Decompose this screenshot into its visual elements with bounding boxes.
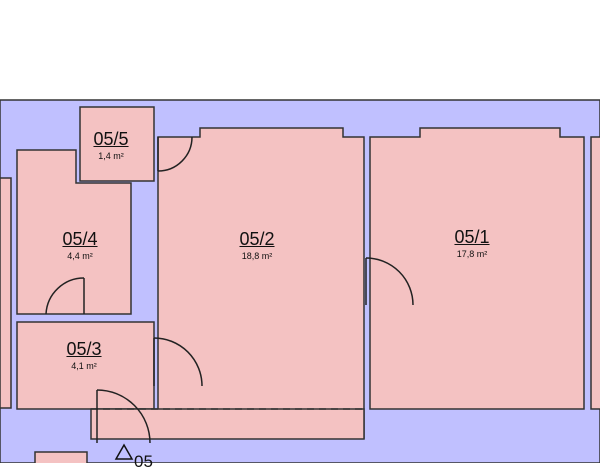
room-area: 18,8 m²	[241, 251, 273, 261]
room-05-5[interactable]	[79, 106, 155, 182]
room-label-05-5: 05/5 1,4 m²	[93, 130, 128, 161]
room-number: 05/2	[239, 229, 275, 249]
lower-room	[90, 408, 365, 440]
corridor-label: 05	[134, 452, 153, 471]
room-label-05-1: 05/1 17,8 m²	[454, 228, 489, 259]
partial-room-left	[0, 177, 12, 409]
entrance-marker-icon	[114, 443, 134, 460]
room-area: 4,4 m²	[67, 251, 93, 261]
room-number: 05/3	[66, 339, 102, 359]
room-area: 1,4 m²	[98, 151, 124, 161]
room-05-4[interactable]	[16, 149, 132, 315]
room-label-05-2: 05/2 18,8 m²	[239, 230, 274, 261]
door-swings	[45, 136, 414, 444]
room-number: 05/5	[93, 129, 129, 149]
room-05-1[interactable]	[369, 127, 585, 410]
room-05-2[interactable]	[157, 127, 365, 439]
partial-room-right	[590, 136, 600, 410]
room-number: 05/4	[62, 229, 98, 249]
room-area: 17,8 m²	[456, 249, 488, 259]
room-label-05-4: 05/4 4,4 m²	[62, 230, 97, 261]
room-area: 4,1 m²	[71, 361, 97, 371]
bottom-fragment	[34, 451, 88, 463]
room-label-05-3: 05/3 4,1 m²	[66, 340, 101, 371]
room-number: 05/1	[454, 227, 490, 247]
